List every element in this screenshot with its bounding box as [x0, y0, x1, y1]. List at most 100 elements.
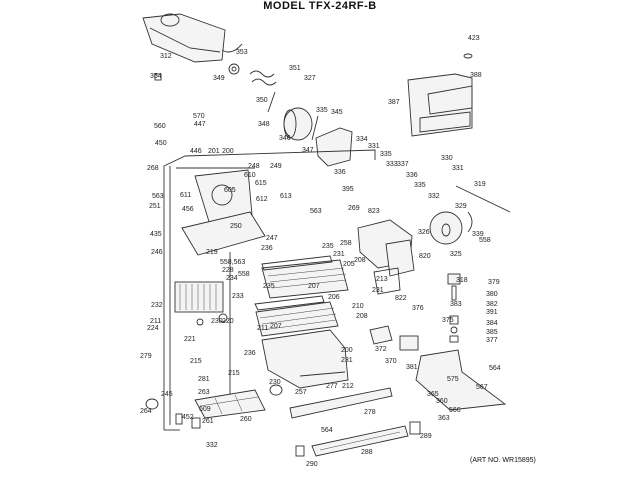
- part-label-609: 609: [199, 406, 211, 413]
- part-label-385: 385: [486, 329, 498, 336]
- part-label-380: 380: [486, 291, 498, 298]
- part-label-435: 435: [150, 231, 162, 238]
- shelf-upper-part: [261, 255, 349, 299]
- part-label-260: 260: [240, 416, 252, 423]
- part-label-349: 349: [213, 75, 225, 82]
- part-label-246: 246: [151, 249, 163, 256]
- mounting-rail-part: [289, 387, 393, 419]
- part-label-332: 332: [428, 193, 440, 200]
- small-parts: [145, 313, 283, 429]
- part-label-564: 564: [321, 427, 333, 434]
- part-label-236: 236: [244, 350, 256, 357]
- part-label-381: 381: [406, 364, 418, 371]
- dispenser-door-part: [407, 53, 473, 137]
- part-label-212: 212: [342, 383, 354, 390]
- part-label-615: 615: [255, 180, 267, 187]
- part-label-822: 822: [395, 295, 407, 302]
- part-label-268: 268: [147, 165, 159, 172]
- part-label-220: 220: [222, 318, 234, 325]
- part-label-353: 353: [236, 49, 248, 56]
- control-box-part: [369, 325, 419, 351]
- part-label-261: 261: [202, 418, 214, 425]
- part-label-264: 264: [140, 408, 152, 415]
- part-label-560: 560: [154, 123, 166, 130]
- air-duct-part: [357, 219, 415, 295]
- part-label-312: 312: [160, 53, 172, 60]
- part-label-206: 206: [328, 294, 340, 301]
- part-label-823: 823: [368, 208, 380, 215]
- motor-bracket-part: [315, 127, 353, 167]
- valve-assembly-part: [447, 273, 461, 343]
- part-label-207: 207: [270, 323, 282, 330]
- part-label-208: 208: [356, 313, 368, 320]
- part-label-376: 376: [412, 305, 424, 312]
- part-label-395: 395: [342, 186, 354, 193]
- part-label-200: 200: [341, 347, 353, 354]
- part-label-230: 230: [211, 318, 223, 325]
- part-label-257: 257: [295, 389, 307, 396]
- part-label-332: 332: [206, 442, 218, 449]
- part-label-564: 564: [489, 365, 501, 372]
- part-label-351: 351: [289, 65, 301, 72]
- part-label-331: 331: [368, 143, 380, 150]
- part-label-329: 329: [455, 203, 467, 210]
- part-label-558-563: 558,563: [220, 259, 245, 266]
- part-label-563: 563: [152, 193, 164, 200]
- part-label-566: 566: [449, 407, 461, 414]
- part-label-610: 610: [244, 172, 256, 179]
- part-label-375: 375: [442, 317, 454, 324]
- crisper-pan-part: [261, 329, 349, 389]
- part-label-290: 290: [306, 461, 318, 468]
- part-label-219: 219: [206, 249, 218, 256]
- part-label-379: 379: [488, 279, 500, 286]
- part-label-277: 277: [326, 383, 338, 390]
- part-label-348: 348: [258, 121, 270, 128]
- part-label-337: 337: [397, 161, 409, 168]
- part-label-446: 446: [190, 148, 202, 155]
- part-label-205: 205: [343, 261, 355, 268]
- part-label-382: 382: [486, 301, 498, 308]
- part-label-325: 325: [450, 251, 462, 258]
- part-label-567: 567: [476, 384, 488, 391]
- part-label-281: 281: [198, 376, 210, 383]
- part-label-391: 391: [486, 309, 498, 316]
- part-label-200: 200: [222, 148, 234, 155]
- part-label-450: 450: [155, 140, 167, 147]
- part-label-372: 372: [375, 346, 387, 353]
- part-label-213: 213: [376, 276, 388, 283]
- part-label-575: 575: [447, 376, 459, 383]
- part-label-350: 350: [256, 97, 268, 104]
- part-label-339: 339: [472, 231, 484, 238]
- dispenser-motor-part: [267, 91, 319, 141]
- part-label-289: 289: [420, 433, 432, 440]
- part-label-334: 334: [356, 136, 368, 143]
- part-label-365: 365: [427, 391, 439, 398]
- part-label-269: 269: [348, 205, 360, 212]
- part-label-611: 611: [180, 192, 191, 199]
- part-label-452: 452: [182, 414, 194, 421]
- part-label-224: 224: [147, 325, 159, 332]
- part-label-612: 612: [256, 196, 268, 203]
- part-label-563: 563: [310, 208, 322, 215]
- part-label-388: 388: [470, 72, 482, 79]
- part-label-384: 384: [486, 320, 498, 327]
- part-label-247: 247: [266, 235, 278, 242]
- part-label-208: 208: [354, 257, 366, 264]
- part-label-558: 558: [238, 271, 250, 278]
- part-label-235: 235: [322, 243, 334, 250]
- art-number: (ART NO. WR15895): [470, 457, 536, 464]
- part-label-383: 383: [450, 301, 462, 308]
- part-label-570: 570: [193, 113, 205, 120]
- part-label-327: 327: [304, 75, 316, 82]
- part-label-613: 613: [280, 193, 292, 200]
- part-label-251: 251: [149, 203, 161, 210]
- part-label-201: 201: [208, 148, 220, 155]
- shelf-lower-part: [254, 295, 339, 337]
- part-label-215: 215: [190, 358, 202, 365]
- part-label-250: 250: [230, 223, 242, 230]
- cabinet-frame: [163, 149, 376, 431]
- machine-compartment-cover-part: [415, 349, 507, 411]
- part-label-211: 211: [150, 318, 161, 325]
- part-label-387: 387: [388, 99, 400, 106]
